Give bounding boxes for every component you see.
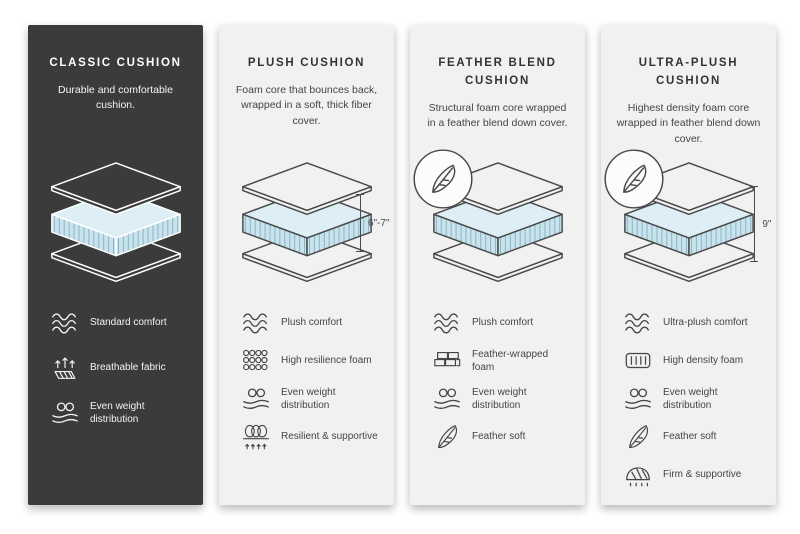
panel-header: PLUSH CUSHION Foam core that bounces bac…	[231, 51, 382, 153]
feature-item: Resilient & supportive	[241, 423, 382, 450]
feather-badge-icon	[412, 149, 473, 209]
height-measurement-label: 6"-7"	[367, 217, 390, 229]
feature-list: Plush comfort Feather-wrapped foam Even …	[422, 309, 573, 461]
feature-label: Breathable fabric	[90, 362, 166, 373]
feature-label: Feather-wrapped foam	[472, 348, 549, 373]
feature-item: Plush comfort	[432, 309, 573, 336]
cushion-diagram	[41, 161, 191, 293]
even-weight-icon	[241, 385, 271, 412]
firm-supportive-icon	[623, 461, 653, 488]
panel-title: CLASSIC CUSHION	[49, 57, 182, 69]
panel-classic-cushion: CLASSIC CUSHION Durable and comfortable …	[28, 25, 203, 505]
feather-badge	[602, 147, 666, 211]
breathable-fabric-icon	[50, 354, 80, 381]
panel-description: Structural foam core wrapped in a feathe…	[427, 101, 568, 130]
resilience-foam-icon	[241, 347, 271, 374]
panel-plush-cushion: PLUSH CUSHION Foam core that bounces bac…	[219, 25, 394, 505]
feature-item: Feather soft	[432, 423, 573, 450]
feature-label: Plush comfort	[281, 317, 343, 328]
bricks-icon	[432, 347, 462, 374]
panel-title: ULTRA-PLUSH CUSHION	[638, 57, 739, 87]
height-measurement: 9"	[750, 186, 772, 262]
cushion-diagram: 6"-7"	[232, 161, 390, 293]
feature-label: Even weight distribution	[472, 386, 527, 411]
feature-item: Feather-wrapped foam	[432, 347, 573, 374]
waves-icon	[241, 309, 271, 336]
feature-label: High resilience foam	[281, 355, 372, 366]
feature-label: Firm & supportive	[663, 469, 742, 480]
panel-title: PLUSH CUSHION	[247, 57, 366, 69]
height-measurement: 6"-7"	[355, 194, 390, 252]
waves-icon	[623, 309, 653, 336]
panel-description: Foam core that bounces back, wrapped in …	[235, 83, 378, 127]
feature-label: Feather soft	[472, 431, 526, 442]
feature-item: Standard comfort	[50, 309, 191, 336]
even-weight-icon	[432, 385, 462, 412]
panel-header: ULTRA-PLUSH CUSHION Highest density foam…	[613, 51, 764, 153]
feature-label: High density foam	[663, 355, 744, 366]
feature-item: Breathable fabric	[50, 354, 191, 381]
feather-badge-icon	[603, 149, 664, 209]
feature-list: Plush comfort High resilience foam Even …	[231, 309, 382, 461]
feature-label: Plush comfort	[472, 317, 534, 328]
feature-label: Even weight distribution	[281, 386, 336, 411]
feature-label: Even weight distribution	[663, 386, 718, 411]
feather-icon	[432, 423, 462, 450]
panel-description: Durable and comfortable cushion.	[58, 83, 173, 112]
feature-item: Plush comfort	[241, 309, 382, 336]
density-foam-icon	[623, 347, 653, 374]
feature-label: Resilient & supportive	[281, 431, 378, 442]
cushion-layers-illustration	[42, 161, 190, 285]
feature-item: Feather soft	[623, 423, 764, 450]
measure-line	[750, 186, 759, 262]
even-weight-icon	[623, 385, 653, 412]
panel-title: FEATHER BLEND CUSHION	[438, 57, 557, 87]
panel-ultra-plush-cushion: ULTRA-PLUSH CUSHION Highest density foam…	[601, 25, 776, 505]
feature-item: High resilience foam	[241, 347, 382, 374]
feather-icon	[623, 423, 653, 450]
feature-item: Ultra-plush comfort	[623, 309, 764, 336]
waves-icon	[432, 309, 462, 336]
feature-item: Firm & supportive	[623, 461, 764, 488]
feature-item: Even weight distribution	[241, 385, 382, 412]
cushion-diagram	[412, 149, 573, 293]
cushion-diagram: 9"	[603, 149, 772, 293]
feature-item: High density foam	[623, 347, 764, 374]
height-measurement-label: 9"	[762, 218, 772, 230]
panel-description: Highest density foam core wrapped in fea…	[616, 101, 761, 145]
springs-icon	[241, 423, 271, 450]
feature-label: Ultra-plush comfort	[663, 317, 748, 328]
feature-item: Even weight distribution	[432, 385, 573, 412]
even-weight-icon	[50, 399, 80, 426]
feature-item: Even weight distribution	[50, 399, 191, 426]
feather-badge	[411, 147, 475, 211]
waves-icon	[50, 309, 80, 336]
panel-header: FEATHER BLEND CUSHION Structural foam co…	[422, 51, 573, 153]
measure-line	[355, 194, 364, 252]
panel-header: CLASSIC CUSHION Durable and comfortable …	[40, 51, 191, 153]
feature-label: Even weight distribution	[90, 400, 145, 425]
feature-list: Ultra-plush comfort High density foam Ev…	[613, 309, 764, 499]
feature-list: Standard comfort Breathable fabric Even …	[40, 309, 191, 444]
feature-item: Even weight distribution	[623, 385, 764, 412]
panel-feather-blend-cushion: FEATHER BLEND CUSHION Structural foam co…	[410, 25, 585, 505]
feature-label: Standard comfort	[90, 317, 167, 328]
feature-label: Feather soft	[663, 431, 717, 442]
